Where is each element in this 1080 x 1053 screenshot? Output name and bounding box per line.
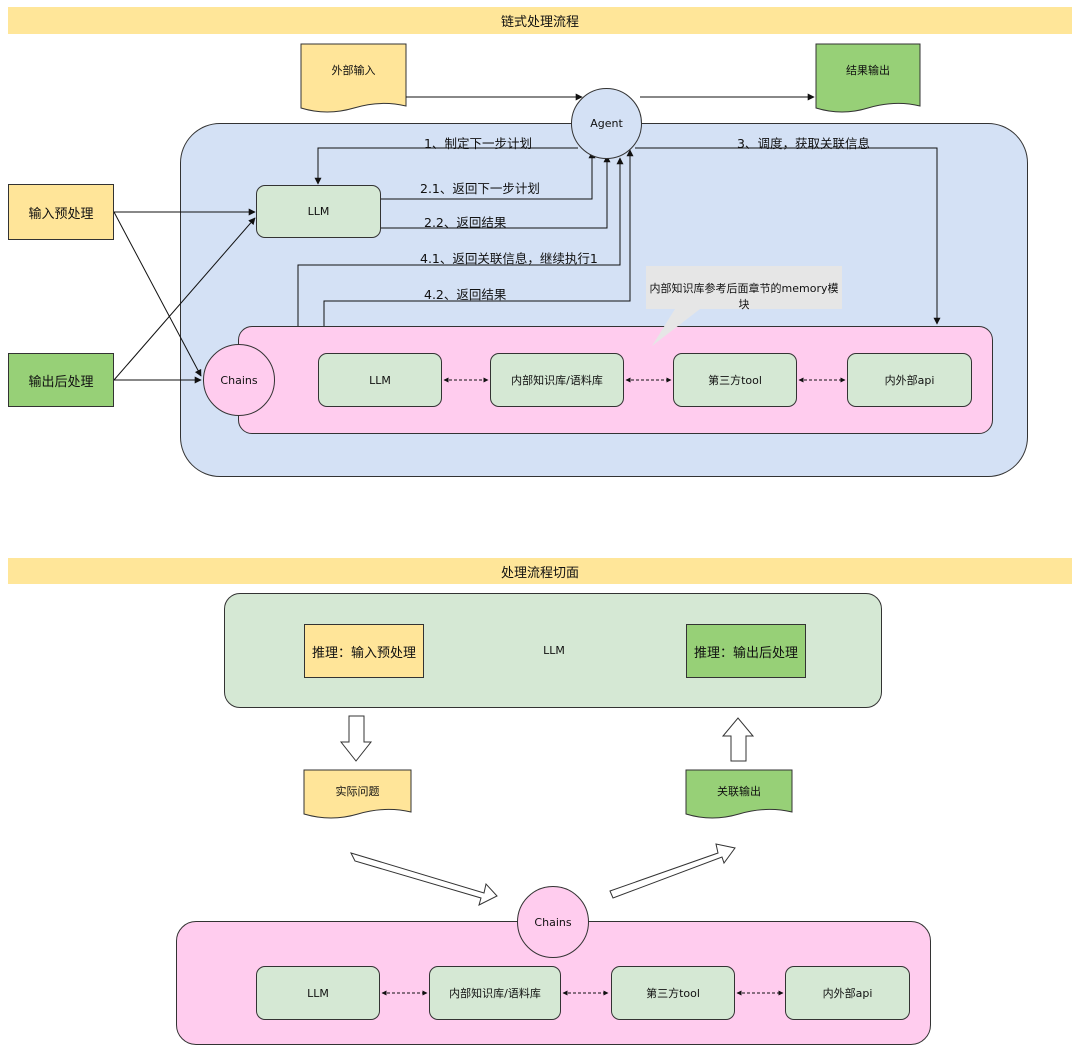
llm-container-label: LLM	[543, 644, 565, 657]
top-title: 链式处理流程	[500, 15, 579, 30]
down-arrow-icon	[339, 715, 373, 762]
chain-item-api: 内外部api	[847, 353, 972, 407]
chain-item-llm: LLM	[318, 353, 442, 407]
chain-item-third-party-tool: 第三方tool	[673, 353, 797, 407]
actual-question-label: 实际问题	[335, 785, 380, 798]
bottom-chains-node: Chains	[517, 886, 589, 958]
chain-item-knowledge-base: 内部知识库/语料库	[490, 353, 624, 407]
result-output-doc	[815, 43, 921, 113]
bottom-chain-item-knowledge-base: 内部知识库/语料库	[429, 966, 561, 1020]
infer-pre-node: 推理：输入预处理	[304, 624, 424, 678]
bottom-chain-item-third-party-tool: 第三方tool	[611, 966, 735, 1020]
external-input-label: 外部输入	[331, 64, 376, 77]
diag-arrow-up-icon	[609, 843, 736, 899]
edge-label-plan: 1、制定下一步计划	[424, 136, 532, 151]
related-output-doc	[685, 769, 793, 819]
infer-post-node: 推理：输出后处理	[686, 624, 806, 678]
note-callout	[646, 266, 842, 346]
diag-arrow-down-icon	[350, 852, 498, 906]
edge-label-return-result-2: 4.2、返回结果	[424, 287, 507, 302]
result-output-label: 结果输出	[846, 64, 890, 77]
related-output-label: 关联输出	[717, 785, 761, 798]
edge-label-return-plan: 2.1、返回下一步计划	[420, 181, 540, 196]
post-process-node: 输出后处理	[8, 353, 114, 407]
agent-node: Agent	[571, 88, 642, 159]
external-input-doc	[300, 43, 407, 113]
note-text: 内部知识库参考后面章节的memory模块	[649, 282, 839, 311]
up-arrow-icon	[721, 717, 755, 762]
top-title-band: 链式处理流程	[8, 7, 1072, 34]
pre-process-node: 输入预处理	[8, 184, 114, 240]
bottom-title-band: 处理流程切面	[8, 558, 1072, 584]
llm-node: LLM	[256, 185, 381, 238]
edge-label-return-related: 4.1、返回关联信息，继续执行1	[420, 251, 598, 266]
actual-question-doc	[303, 769, 412, 819]
edge-label-schedule: 3、调度，获取关联信息	[737, 136, 870, 151]
bottom-chain-item-llm: LLM	[256, 966, 380, 1020]
bottom-chain-item-api: 内外部api	[785, 966, 910, 1020]
bottom-title: 处理流程切面	[500, 565, 579, 581]
chains-node: Chains	[203, 344, 275, 416]
edge-label-return-result: 2.2、返回结果	[424, 215, 507, 230]
